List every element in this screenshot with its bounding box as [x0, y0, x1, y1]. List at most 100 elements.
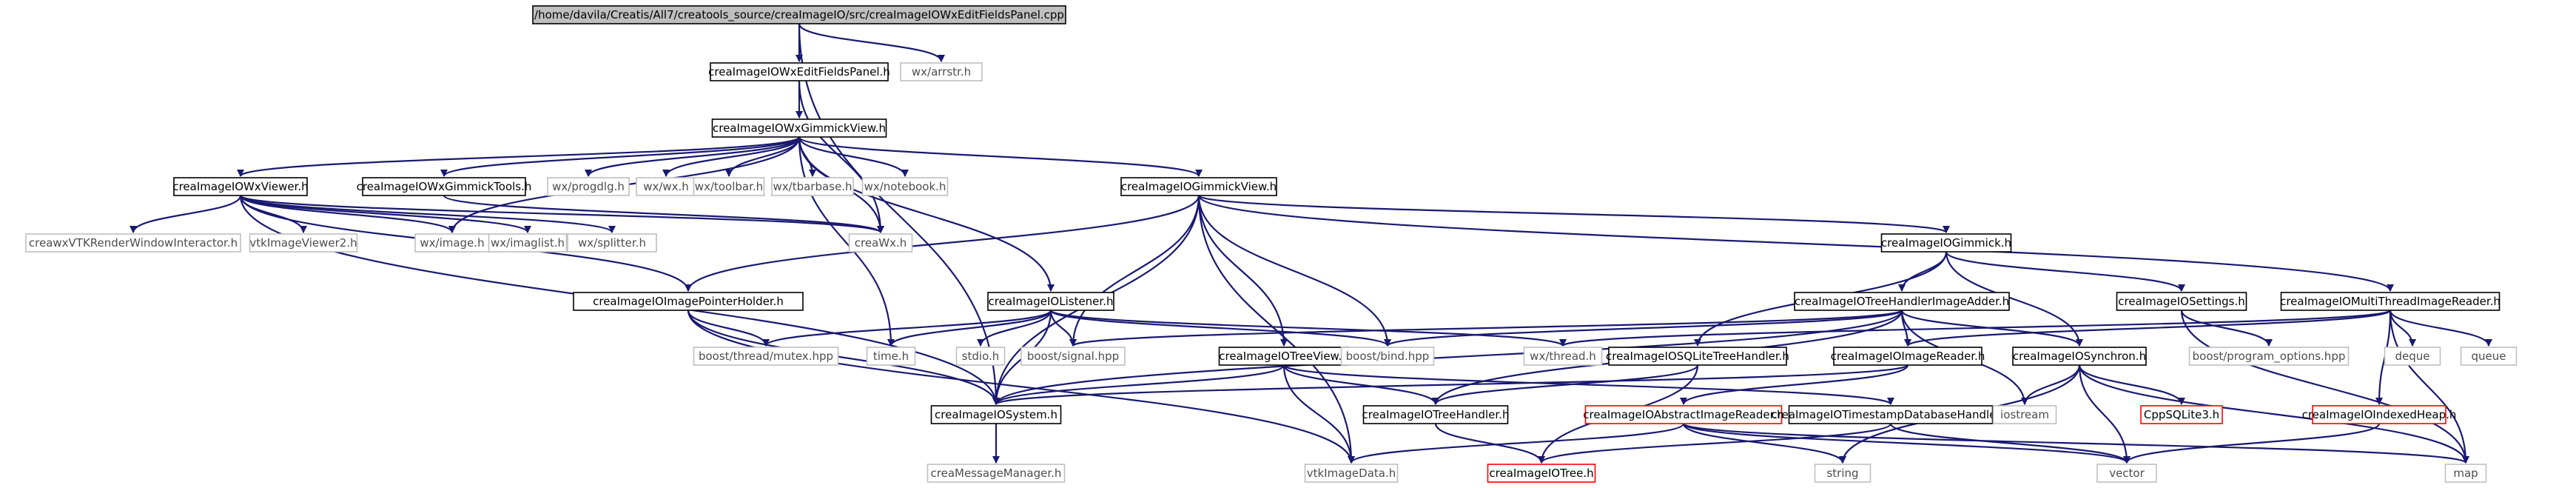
node-vector[interactable]: vector — [2096, 464, 2157, 483]
edge-imgreader-to-system — [992, 364, 1909, 406]
node-treehandler[interactable]: creaImageIOTreeHandler.h — [1362, 405, 1510, 424]
node-notebook[interactable]: wx/notebook.h — [861, 177, 949, 196]
node-box — [249, 233, 358, 253]
node-label: vtkImageData.h — [1307, 467, 1396, 480]
node-label: boost/program_options.hpp — [2193, 350, 2346, 364]
node-idxheap[interactable]: creaImageIOIndexedHeap.h — [2302, 405, 2457, 424]
file-nodes: /home/davila/Creatis/All7/creatools_sour… — [25, 5, 2518, 483]
node-root[interactable]: /home/davila/Creatis/All7/creatools_sour… — [532, 5, 1066, 24]
edge-synchron-to-map — [2078, 364, 2469, 464]
edge-wxviewer-to-imaglist — [239, 195, 531, 233]
node-mtreader[interactable]: creaImageIOMultiThreadImageReader.h — [2280, 292, 2501, 311]
edge-settings-to-map — [2180, 310, 2469, 464]
node-synchron[interactable]: creaImageIOSynchron.h — [2012, 347, 2147, 366]
node-label: CppSQLite3.h — [2144, 408, 2219, 421]
node-box — [2140, 405, 2223, 424]
node-map[interactable]: map — [2444, 464, 2487, 483]
node-tsdb[interactable]: creaImageIOTimestampDatabaseHandler.h — [1772, 405, 2011, 424]
node-splitter[interactable]: wx/splitter.h — [567, 233, 657, 253]
node-box — [2116, 292, 2247, 311]
node-label: creaImageIOGimmickView.h — [1121, 180, 1277, 193]
node-box — [2460, 347, 2518, 366]
edge-treeview-to-system — [992, 364, 1285, 405]
edge-wxgv-to-listener — [798, 136, 1055, 292]
node-treeview[interactable]: creaImageIOTreeView.h — [1218, 347, 1350, 366]
node-label: wx/notebook.h — [864, 180, 946, 193]
edge-wxgv-to-wxgtools — [440, 136, 801, 178]
node-timeh[interactable]: time.h — [866, 347, 916, 366]
node-box — [25, 233, 241, 253]
edge-wxviewer-to-creawx — [239, 194, 884, 234]
node-label: creaWx.h — [855, 236, 907, 250]
node-label: stdio.h — [962, 350, 1000, 363]
node-wxh[interactable]: wx/wx.h — [636, 177, 696, 196]
node-wxthread[interactable]: wx/thread.h — [1523, 347, 1603, 366]
edge-settings-to-progopts — [2180, 310, 2273, 347]
node-vtkviewer2[interactable]: vtkImageViewer2.h — [249, 233, 358, 253]
node-settings[interactable]: creaImageIOSettings.h — [2116, 292, 2247, 311]
node-bind[interactable]: boost/bind.hpp — [1340, 347, 1435, 366]
node-box — [2384, 347, 2441, 366]
node-thadder[interactable]: creaImageIOTreeHandlerImageAdder.h — [1794, 292, 2010, 311]
node-treeh[interactable]: creaImageIOTree.h — [1487, 464, 1596, 483]
node-box — [2312, 405, 2446, 424]
node-system[interactable]: creaImageIOSystem.h — [930, 405, 1062, 424]
node-box — [955, 347, 1006, 366]
node-label: map — [2453, 467, 2478, 480]
node-label: creaImageIOWxGimmickTools.h — [357, 180, 532, 193]
node-sqlite[interactable]: creaImageIOSQLiteTreeHandler.h — [1606, 347, 1789, 366]
edge-thadder-to-system — [992, 310, 1903, 405]
edge-gview-to-gimmick — [1197, 194, 1950, 234]
node-signal[interactable]: boost/signal.hpp — [1020, 347, 1126, 366]
node-msgmgr[interactable]: creaMessageManager.h — [927, 464, 1066, 483]
node-box — [1020, 347, 1126, 366]
node-deque[interactable]: deque — [2384, 347, 2441, 366]
node-progopts[interactable]: boost/program_options.hpp — [2188, 347, 2350, 366]
node-listener[interactable]: creaImageIOListener.h — [987, 292, 1114, 311]
node-label: string — [1826, 467, 1858, 480]
node-creawx[interactable]: creaWx.h — [848, 233, 913, 253]
node-box — [848, 233, 913, 253]
node-absreader[interactable]: creaImageIOAbstractImageReader.h — [1583, 405, 1784, 424]
node-label: wx/progdlg.h — [552, 180, 625, 193]
node-gview[interactable]: creaImageIOGimmickView.h — [1120, 177, 1277, 196]
node-arrstr[interactable]: wx/arrstr.h — [900, 62, 983, 81]
node-box — [1340, 347, 1435, 366]
node-box — [1833, 347, 1983, 366]
edge-wxgv-to-progdlg — [585, 136, 801, 177]
node-box — [2188, 347, 2350, 366]
node-progdlg[interactable]: wx/progdlg.h — [547, 177, 630, 196]
node-ptrholder[interactable]: creaImageIOImagePointerHolder.h — [573, 292, 804, 311]
node-box — [693, 177, 765, 196]
node-stdio[interactable]: stdio.h — [955, 347, 1006, 366]
node-wxviewer[interactable]: creaImageIOWxViewer.h — [172, 177, 309, 196]
node-label: creaImageIOTreeView.h — [1219, 350, 1348, 363]
node-wximage[interactable]: wx/image.h — [414, 233, 490, 253]
node-imgreader[interactable]: creaImageIOImageReader.h — [1831, 347, 1985, 366]
node-box — [1992, 405, 2057, 424]
node-wxgtools[interactable]: creaImageIOWxGimmickTools.h — [357, 177, 532, 196]
node-vtkrwi[interactable]: creawxVTKRenderWindowInteractor.h — [25, 233, 241, 253]
node-label: queue — [2472, 350, 2506, 363]
node-label: wx/wx.h — [643, 180, 689, 193]
node-box — [1523, 347, 1603, 366]
node-toolbar[interactable]: wx/toolbar.h — [693, 177, 765, 196]
node-vtkimagedata[interactable]: vtkImageData.h — [1304, 464, 1399, 483]
node-cppsqlite[interactable]: CppSQLite3.h — [2140, 405, 2223, 424]
node-tbarbase[interactable]: wx/tbarbase.h — [771, 177, 854, 196]
node-label: creaImageIOListener.h — [989, 295, 1114, 308]
node-label: wx/imaglist.h — [491, 236, 565, 250]
edge-absreader-to-map — [1682, 422, 2469, 464]
node-box — [900, 62, 983, 81]
node-gimmick[interactable]: creaImageIOGimmick.h — [1880, 233, 2012, 253]
node-queue[interactable]: queue — [2460, 347, 2518, 366]
node-editpanel[interactable]: creaImageIOWxEditFieldsPanel.h — [708, 62, 890, 81]
node-string[interactable]: string — [1814, 464, 1872, 483]
node-mutex[interactable]: boost/thread/mutex.hpp — [693, 347, 839, 366]
node-box — [573, 292, 804, 311]
node-imaglist[interactable]: wx/imaglist.h — [488, 233, 568, 253]
node-iostream[interactable]: iostream — [1992, 405, 2057, 424]
node-box — [771, 177, 854, 196]
node-wxgv[interactable]: creaImageIOWxGimmickView.h — [711, 118, 887, 138]
node-label: creaMessageManager.h — [931, 467, 1062, 480]
